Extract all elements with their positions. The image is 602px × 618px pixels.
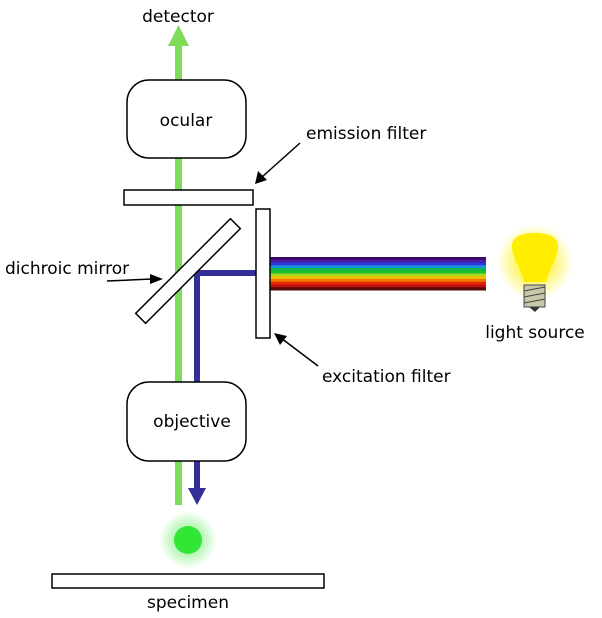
- excitation-filter-label: excitation filter: [322, 367, 451, 387]
- emission-filter-pointer-arrow: [255, 142, 301, 184]
- spectrum-band: [270, 259, 486, 263]
- ocular-label: ocular: [160, 111, 213, 131]
- excitation-arrowhead: [188, 488, 206, 505]
- spectrum-band: [270, 265, 486, 269]
- objective-lens: [126, 381, 247, 462]
- excitation-beam: [188, 270, 256, 505]
- ocular-lens: [126, 79, 247, 159]
- spectrum-band: [270, 281, 486, 285]
- excitation-filter-pointer-arrow: [274, 333, 319, 367]
- specimen-label: specimen: [147, 593, 229, 613]
- fluorescent-sample-dot: [174, 526, 202, 554]
- spectrum-band: [270, 279, 486, 283]
- light-bulb-icon: [497, 224, 573, 312]
- spectrum-band: [270, 257, 486, 261]
- dichroic-mirror: [134, 217, 242, 325]
- objective-label: objective: [153, 412, 231, 432]
- excitation-filter: [255, 208, 271, 339]
- emission-arrowhead: [168, 25, 189, 46]
- light-spectrum-beam: [270, 257, 486, 291]
- specimen-slide: [51, 573, 325, 589]
- spectrum-band: [270, 262, 486, 266]
- dichroic-mirror-pointer-arrow: [106, 274, 163, 284]
- spectrum-band: [270, 287, 486, 291]
- spectrum-band: [270, 270, 486, 274]
- emission-filter: [123, 189, 254, 206]
- emission-filter-label: emission filter: [306, 124, 426, 144]
- detector-label: detector: [142, 7, 214, 27]
- spectrum-band: [270, 276, 486, 280]
- spectrum-band: [270, 273, 486, 277]
- light-source-label: light source: [485, 323, 585, 343]
- spectrum-band: [270, 268, 486, 272]
- dichroic-mirror-label: dichroic mirror: [5, 259, 129, 279]
- spectrum-band: [270, 284, 486, 288]
